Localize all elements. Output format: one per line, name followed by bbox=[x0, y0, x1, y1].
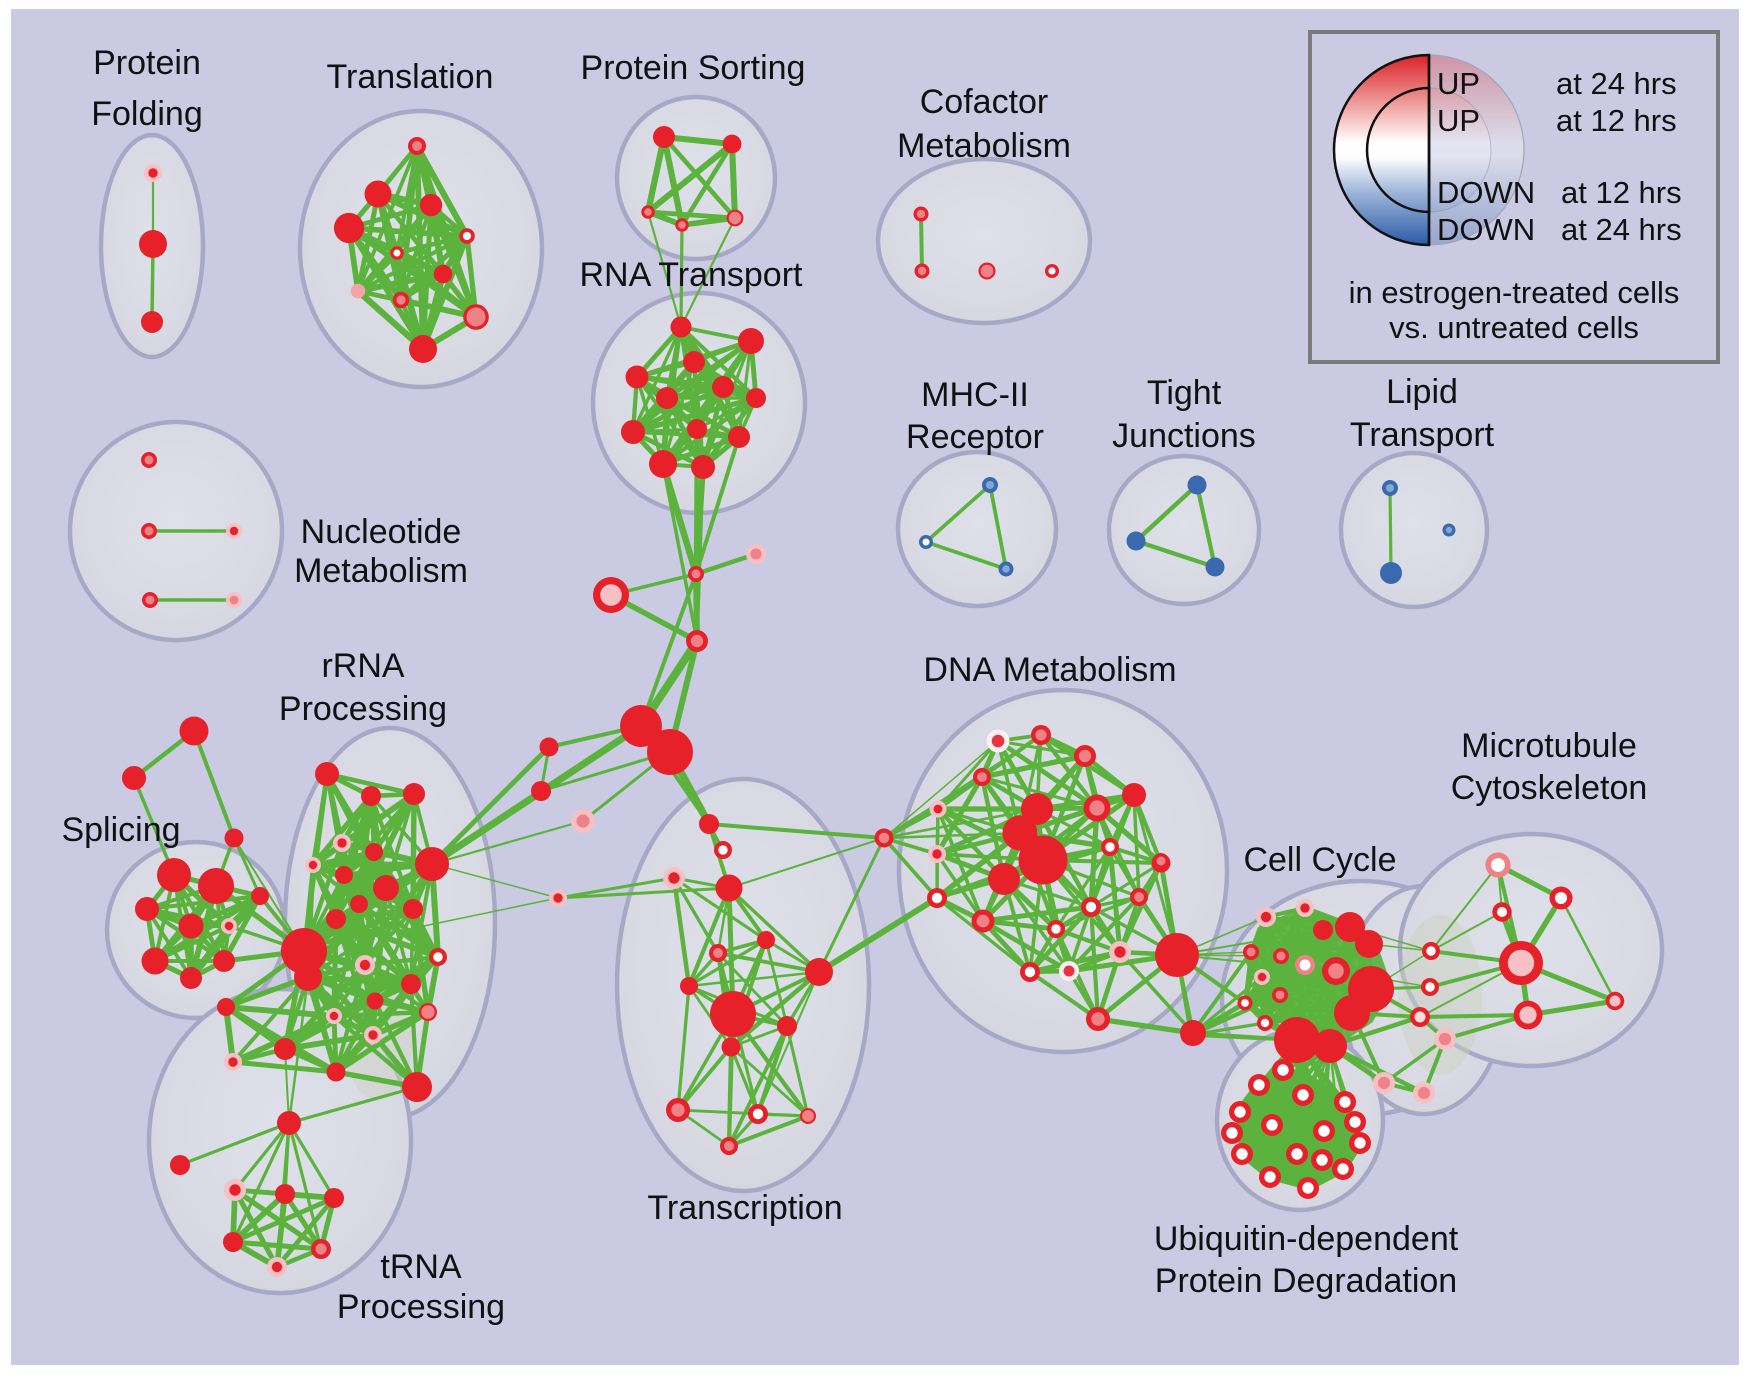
svg-text:Protein Degradation: Protein Degradation bbox=[1155, 1262, 1457, 1300]
svg-text:Cell Cycle: Cell Cycle bbox=[1243, 841, 1396, 879]
svg-text:RNA Transport: RNA Transport bbox=[580, 256, 804, 294]
svg-text:Protein: Protein bbox=[93, 44, 201, 82]
svg-text:tRNA: tRNA bbox=[380, 1248, 462, 1286]
svg-text:Ubiquitin-dependent: Ubiquitin-dependent bbox=[1154, 1220, 1459, 1258]
svg-text:Receptor: Receptor bbox=[906, 418, 1044, 456]
svg-text:at 12 hrs: at 12 hrs bbox=[1556, 103, 1677, 138]
svg-text:Splicing: Splicing bbox=[61, 811, 180, 849]
svg-text:at 24 hrs: at 24 hrs bbox=[1556, 66, 1677, 101]
svg-text:Nucleotide: Nucleotide bbox=[301, 513, 462, 551]
svg-text:DOWN: DOWN bbox=[1437, 175, 1535, 210]
svg-text:Cytoskeleton: Cytoskeleton bbox=[1451, 769, 1648, 807]
svg-text:DNA Metabolism: DNA Metabolism bbox=[923, 651, 1176, 689]
svg-text:Transport: Transport bbox=[1350, 416, 1495, 454]
svg-text:Metabolism: Metabolism bbox=[294, 552, 468, 590]
svg-text:Folding: Folding bbox=[91, 95, 203, 133]
svg-text:Tight: Tight bbox=[1147, 374, 1222, 412]
svg-text:at 24 hrs: at 24 hrs bbox=[1561, 212, 1682, 247]
svg-text:Transcription: Transcription bbox=[647, 1189, 842, 1227]
svg-text:Junctions: Junctions bbox=[1112, 417, 1256, 455]
svg-text:UP: UP bbox=[1437, 103, 1480, 138]
svg-text:rRNA: rRNA bbox=[321, 647, 404, 685]
svg-text:Protein Sorting: Protein Sorting bbox=[581, 49, 806, 87]
svg-text:at 12 hrs: at 12 hrs bbox=[1561, 175, 1682, 210]
svg-text:Cofactor: Cofactor bbox=[920, 83, 1049, 121]
svg-text:Lipid: Lipid bbox=[1386, 373, 1458, 411]
svg-text:DOWN: DOWN bbox=[1437, 212, 1535, 247]
svg-text:MHC-II: MHC-II bbox=[921, 376, 1029, 414]
svg-text:Processing: Processing bbox=[337, 1288, 505, 1326]
svg-text:in estrogen-treated cells: in estrogen-treated cells bbox=[1349, 275, 1680, 310]
svg-text:Processing: Processing bbox=[279, 690, 447, 728]
svg-text:UP: UP bbox=[1437, 66, 1480, 101]
svg-text:Metabolism: Metabolism bbox=[897, 127, 1071, 165]
svg-text:vs. untreated cells: vs. untreated cells bbox=[1389, 310, 1639, 345]
svg-text:Translation: Translation bbox=[327, 58, 494, 96]
svg-text:Microtubule: Microtubule bbox=[1461, 727, 1637, 765]
